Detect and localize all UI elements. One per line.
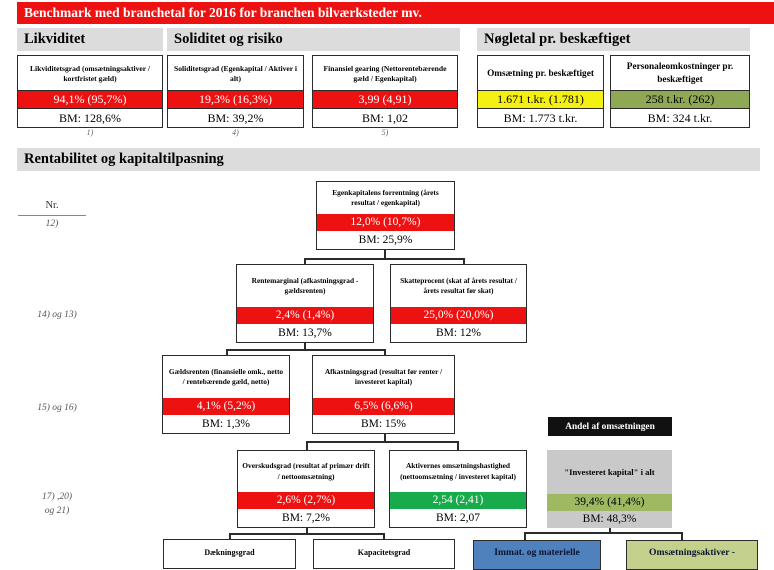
tree-node-aktivernes-omsaetningshastighed[interactable]: Aktivernes omsætningshastighed (nettooms… (389, 450, 527, 528)
kpi-footnote-5: 5) (381, 128, 389, 137)
kpi-title: Soliditetsgrad (Egenkapital / Aktiver i … (173, 63, 298, 84)
tree-node-skatteprocent[interactable]: Skatteprocent (skat af årets resultat / … (390, 264, 527, 343)
connector (306, 441, 308, 450)
node-benchmark: BM: 2,07 (390, 509, 526, 527)
kpi-title: Likviditetsgrad (omsætningsaktiver / kor… (29, 63, 151, 84)
tree-node-investeret-kapital[interactable]: "Investeret kapital" i alt 39,4% (41,4%)… (547, 450, 672, 528)
node-value: 2,6% (2,7%) (238, 492, 374, 509)
node-value: 2,54 (2,41) (390, 492, 526, 509)
node-value: 39,4% (41,4%) (547, 494, 672, 511)
kpi-benchmark: BM: 128,6% (18, 109, 162, 127)
report-title-banner: Benchmark med branchetal for 2016 for br… (17, 2, 774, 24)
kpi-footnote-4: 4) (232, 128, 239, 137)
connector (226, 349, 385, 351)
connector (524, 532, 526, 540)
node-title: Afkastningsgrad (resultat før renter / i… (324, 366, 443, 386)
kpi-card-likviditetsgrad[interactable]: Likviditetsgrad (omsætningsaktiver / kor… (17, 55, 163, 128)
connector (229, 533, 231, 540)
node-value: 4,1% (5,2%) (163, 398, 289, 415)
nr-label-17-20: 17) ,20) (41, 492, 73, 502)
kpi-title: Finansiel gearing (Nettorentebærende gæl… (323, 63, 447, 84)
section-header-likviditet: Likviditet (17, 28, 163, 51)
section-header-rentabilitet: Rentabilitet og kapitaltilpasning (17, 148, 760, 171)
connector (304, 342, 306, 350)
tree-node-daekningsgrad[interactable]: Dækningsgrad (163, 539, 296, 569)
kpi-title: Omsætning pr. beskæftiget (487, 68, 594, 79)
nr-column-header: Nr. (45, 200, 59, 211)
node-title: "Investeret kapital" i alt (564, 466, 655, 477)
tree-node-egenkapitalens-forrentning[interactable]: Egenkapitalens forrentning (årets result… (316, 181, 455, 250)
node-benchmark: BM: 48,3% (582, 513, 637, 525)
kpi-value: 258 t.kr. (262) (611, 90, 749, 109)
node-benchmark: BM: 12% (391, 324, 526, 342)
connector (524, 532, 682, 534)
tree-node-overskudsgrad[interactable]: Overskudsgrad (resultat af primær drift … (237, 450, 375, 528)
node-benchmark: BM: 7,2% (238, 509, 374, 527)
tree-node-immat-og-materielle[interactable]: Immat. og materielle (473, 540, 601, 570)
node-title: Overskudsgrad (resultat af primær drift … (242, 461, 370, 481)
section-header-noegletal: Nøgletal pr. beskæftiget (477, 28, 750, 51)
section-header-soliditet: Soliditet og risiko (167, 28, 460, 51)
kpi-benchmark: BM: 1,02 (313, 109, 457, 127)
connector (229, 533, 384, 535)
connector (306, 441, 458, 443)
nr-label-21: og 21) (44, 506, 70, 516)
node-title: Kapacitetsgrad (357, 548, 411, 557)
node-value: 2,4% (1,4%) (237, 307, 373, 324)
kpi-value: 3,99 (4,91) (313, 90, 457, 109)
connector (304, 258, 306, 264)
tree-node-omsaetningsaktiver[interactable]: Omsætningsaktiver - (626, 540, 758, 570)
nr-label-14-13: 14) og 13) (37, 310, 77, 320)
nr-label-15-16: 15) og 16) (37, 403, 77, 413)
kpi-benchmark: BM: 39,2% (168, 109, 303, 127)
kpi-card-soliditetsgrad[interactable]: Soliditetsgrad (Egenkapital / Aktiver i … (167, 55, 304, 128)
kpi-card-finansiel-gearing[interactable]: Finansiel gearing (Nettorentebærende gæl… (312, 55, 458, 128)
node-title: Dækningsgrad (204, 548, 255, 557)
node-title: Skatteprocent (skat af årets resultat / … (400, 275, 517, 295)
connector (306, 527, 308, 534)
kpi-card-personaleomkostninger-pr-beskaeftiget[interactable]: Personaleomkostninger pr. beskæftiget 25… (610, 55, 750, 128)
node-value: 6,5% (6,6%) (313, 398, 454, 415)
connector (681, 532, 683, 540)
kpi-card-omsaetning-pr-beskaeftiget[interactable]: Omsætning pr. beskæftiget 1.671 t.kr. (1… (477, 55, 604, 128)
nr-column-rule (18, 215, 86, 216)
node-value: 25,0% (20,0%) (391, 307, 526, 324)
node-benchmark: BM: 15% (313, 415, 454, 433)
kpi-footnote-1: 1) (86, 128, 94, 137)
connector (463, 258, 465, 264)
node-title: Gældsrenten (finansielle omk., netto / r… (168, 366, 284, 386)
kpi-benchmark: BM: 1.773 t.kr. (478, 109, 603, 127)
node-title: Omsætningsaktiver - (649, 547, 735, 558)
connector (383, 533, 385, 540)
connector (384, 349, 386, 355)
node-title: Egenkapitalens forrentning (årets result… (332, 187, 439, 207)
connector (609, 527, 611, 533)
connector (384, 433, 386, 442)
node-value: 12,0% (10,7%) (317, 214, 454, 231)
node-title: Rentemarginal (afkastningsgrad - gældsre… (251, 275, 359, 295)
node-benchmark: BM: 25,9% (317, 231, 454, 249)
tree-node-rentemarginal[interactable]: Rentemarginal (afkastningsgrad - gældsre… (236, 264, 374, 343)
kpi-benchmark: BM: 324 t.kr. (611, 109, 749, 127)
kpi-value: 19,3% (16,3%) (168, 90, 303, 109)
connector (226, 349, 228, 355)
node-benchmark: BM: 13,7% (237, 324, 373, 342)
kpi-title: Personaleomkostninger pr. beskæftiget (626, 62, 734, 85)
kpi-value: 94,1% (95,7%) (18, 90, 162, 109)
node-title: Aktivernes omsætningshastighed (nettooms… (400, 461, 516, 481)
nr-label-12: 12) (45, 219, 59, 229)
report-canvas: Benchmark med branchetal for 2016 for br… (17, 2, 774, 570)
node-title: Immat. og materielle (494, 547, 580, 558)
connector (304, 258, 464, 260)
node-benchmark: BM: 1,3% (163, 415, 289, 433)
andel-af-omsaetningen-header: Andel af omsætningen (548, 417, 672, 436)
connector (457, 441, 459, 450)
tree-node-afkastningsgrad[interactable]: Afkastningsgrad (resultat før renter / i… (312, 355, 455, 434)
tree-node-kapacitetsgrad[interactable]: Kapacitetsgrad (313, 539, 455, 569)
kpi-value: 1.671 t.kr. (1.781) (478, 90, 603, 109)
connector (384, 249, 386, 259)
tree-node-gaeldsrenten[interactable]: Gældsrenten (finansielle omk., netto / r… (162, 355, 290, 434)
